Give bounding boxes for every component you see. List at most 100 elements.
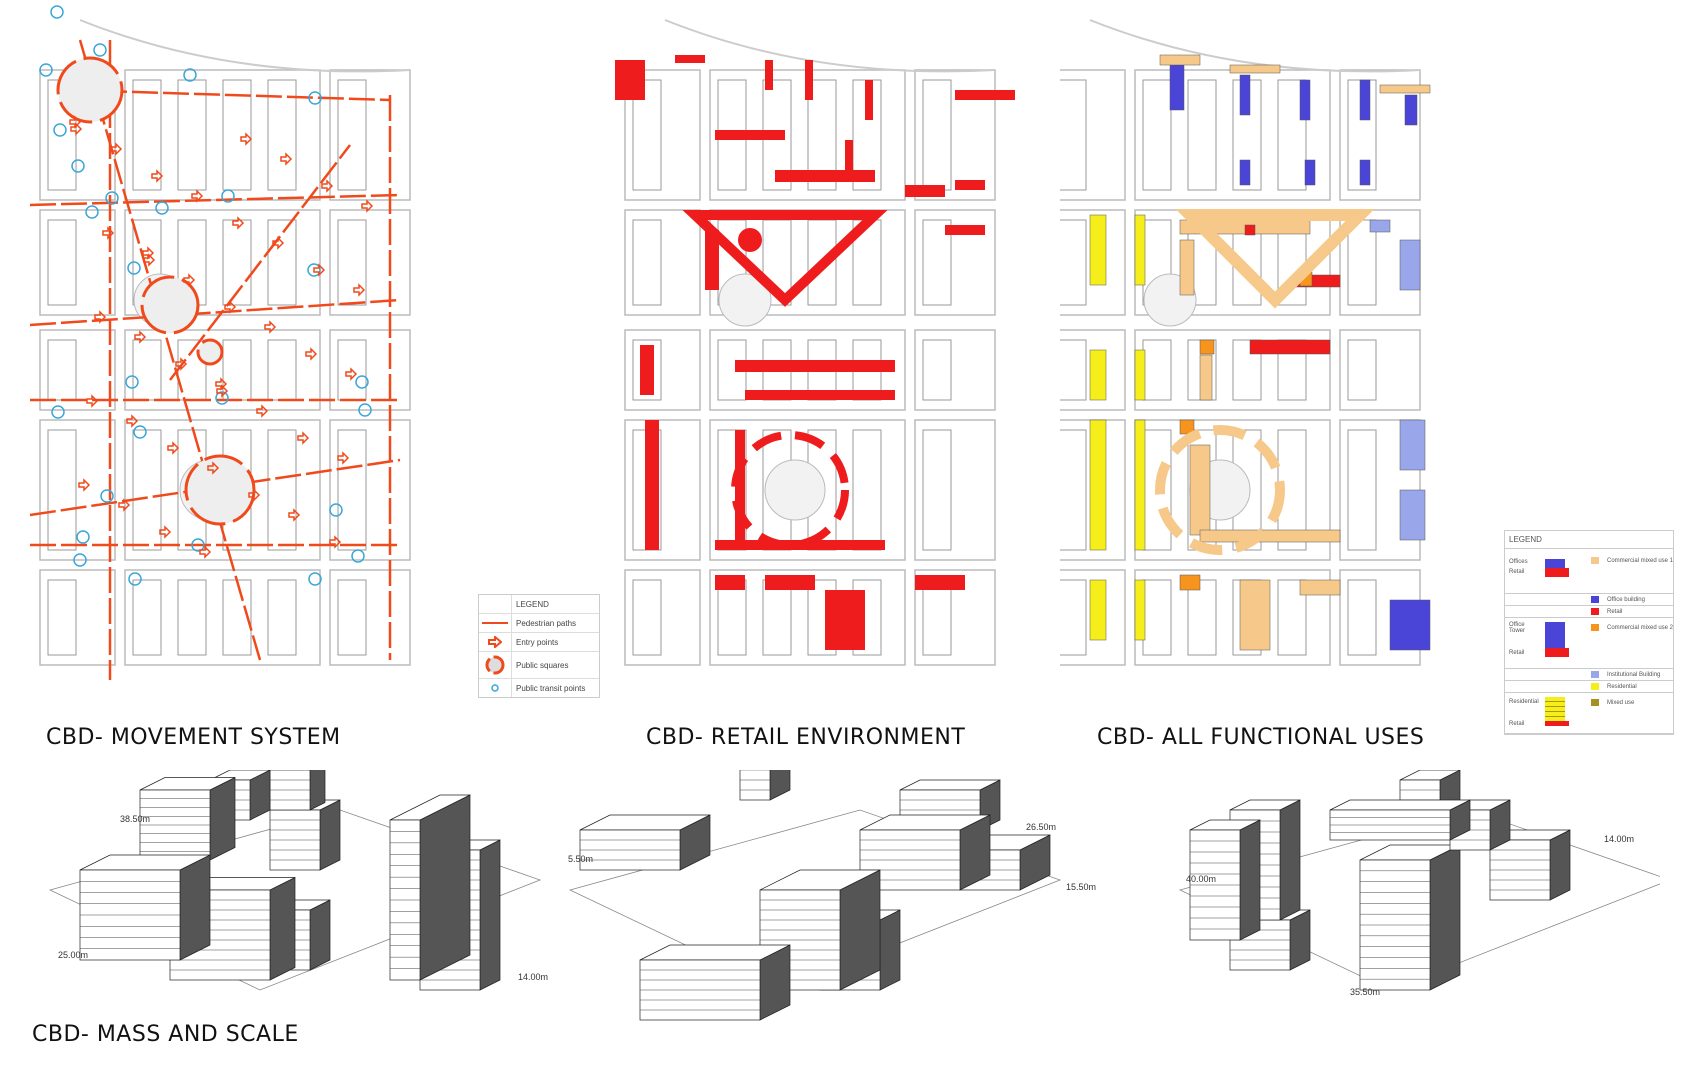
- building-outline: [222, 79, 252, 191]
- dimension-label: 35.50m: [1350, 987, 1380, 997]
- use-building: [1089, 579, 1107, 641]
- transit-point: [125, 375, 139, 389]
- building-outline: [132, 579, 162, 656]
- use-building: [1299, 579, 1341, 596]
- building-outline: [267, 79, 297, 191]
- legend-item: Pedestrian paths: [516, 618, 577, 628]
- plaza: [718, 273, 772, 327]
- building-outline: [47, 579, 77, 656]
- entry-arrow: [199, 545, 212, 559]
- use-building: [1399, 489, 1426, 541]
- swatch-commercial-1: [1590, 557, 1599, 564]
- transit-point: [307, 263, 321, 277]
- pedestrian-path-icon: [482, 622, 508, 624]
- use-building: [1304, 159, 1316, 186]
- building-side: [419, 794, 471, 981]
- entry-arrow: [126, 414, 139, 428]
- entry-arrow: [118, 498, 131, 512]
- entry-arrow: [256, 404, 269, 418]
- building-outline: [267, 429, 297, 551]
- transit-point: [215, 391, 229, 405]
- building-side: [269, 876, 296, 981]
- swatch-institutional: [1591, 671, 1599, 678]
- plaza: [764, 459, 826, 521]
- building-outline: [632, 579, 662, 656]
- dimension-label: 25.00m: [58, 950, 88, 960]
- building-outline: [337, 429, 367, 551]
- dimension-label: 40.00m: [1186, 874, 1216, 884]
- entry-arrow: [183, 273, 196, 287]
- retail-building: [915, 575, 965, 590]
- public-square-icon: [485, 655, 505, 675]
- use-building: [1199, 339, 1215, 355]
- building-outline: [267, 219, 297, 306]
- use-building: [1089, 214, 1107, 286]
- mass-model-right: 40.00m 14.00m 35.50m: [1178, 770, 1660, 997]
- city-block: [914, 329, 996, 411]
- transit-point: [50, 5, 64, 19]
- transit-point: [100, 489, 114, 503]
- building-outline: [47, 429, 77, 551]
- retail-building: [738, 228, 762, 252]
- entry-arrow: [167, 441, 180, 455]
- retail-building: [765, 575, 815, 590]
- entry-arrow: [297, 431, 310, 445]
- public-square: [140, 275, 200, 335]
- retail-building: [640, 345, 654, 395]
- title-movement-system: CBD- MOVEMENT SYSTEM: [46, 725, 341, 750]
- office-tower-bar: [1545, 622, 1565, 648]
- building-side: [1279, 799, 1301, 921]
- title-mass-and-scale: CBD- MASS AND SCALE: [32, 1022, 299, 1047]
- entry-arrow: [224, 300, 237, 314]
- retail-building: [945, 225, 985, 235]
- use-building: [1239, 159, 1251, 186]
- public-square: [56, 56, 124, 124]
- transit-point: [351, 549, 365, 563]
- retail-building: [715, 540, 885, 550]
- retail-building: [765, 60, 773, 90]
- building-outline: [1347, 579, 1377, 656]
- transit-point: [191, 538, 205, 552]
- functional-uses-plan: [1060, 19, 1431, 666]
- chart-label-residential: Residential: [1509, 699, 1539, 705]
- city-block: [329, 569, 411, 666]
- entry-arrow: [86, 394, 99, 408]
- transit-point: [221, 189, 235, 203]
- transit-point: [183, 68, 197, 82]
- city-block: [1339, 329, 1421, 411]
- dimension-label: 14.00m: [1604, 834, 1634, 844]
- entry-arrow: [207, 461, 220, 475]
- building-outline: [1187, 79, 1217, 191]
- building-facade: [739, 770, 771, 801]
- transit-point: [308, 572, 322, 586]
- use-building: [1389, 599, 1431, 651]
- entry-arrow: [151, 169, 164, 183]
- building-outline: [1060, 429, 1087, 551]
- use-building: [1189, 444, 1211, 536]
- building-roof: [1329, 799, 1471, 811]
- entry-arrow: [264, 320, 277, 334]
- use-building: [1134, 214, 1146, 286]
- transit-point: [53, 123, 67, 137]
- entry-arrow: [337, 451, 350, 465]
- road: [1089, 19, 1421, 73]
- retail-building: [682, 210, 888, 307]
- building-side: [839, 869, 881, 991]
- entry-arrow: [313, 263, 326, 277]
- city-block: [624, 419, 701, 561]
- building-outline: [807, 79, 837, 191]
- entry-arrow: [159, 525, 172, 539]
- retail-building: [735, 430, 745, 540]
- movement-system-plan: [29, 5, 411, 680]
- building-side: [1239, 819, 1261, 941]
- chart-label-retail: Retail: [1509, 650, 1525, 656]
- transit-point: [127, 261, 141, 275]
- use-building: [1155, 425, 1285, 555]
- entry-arrow: [94, 310, 107, 324]
- building-outline: [1277, 579, 1307, 656]
- transit-point: [155, 201, 169, 215]
- building-side: [179, 854, 211, 961]
- entry-arrow: [329, 535, 342, 549]
- entry-arrow: [321, 179, 334, 193]
- use-building: [1399, 419, 1426, 471]
